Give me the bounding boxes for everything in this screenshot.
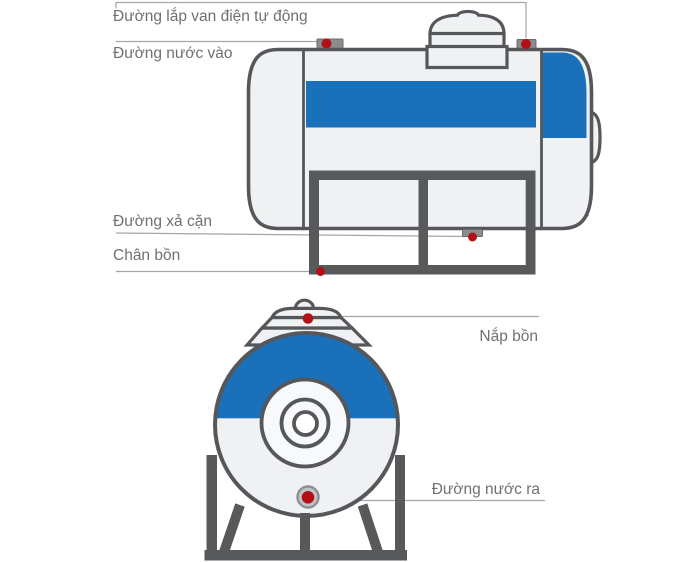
side-manhole xyxy=(425,9,509,70)
manhole-flange xyxy=(425,44,509,70)
front-stand-left-brace xyxy=(219,503,245,554)
water-in-marker-dot xyxy=(321,38,332,49)
front-stand-right-post xyxy=(395,455,405,555)
side-stand xyxy=(309,170,536,275)
front-circle xyxy=(213,331,400,518)
front-stand-right-brace xyxy=(357,503,383,554)
front-inner-circle-mid xyxy=(279,397,331,449)
manhole-dome xyxy=(428,9,506,36)
lid-bump xyxy=(293,298,316,310)
leader-drain xyxy=(115,232,467,238)
front-stand xyxy=(204,455,407,561)
side-blue-band xyxy=(306,81,536,128)
leader-auto-valve xyxy=(115,1,527,38)
side-stand-center-post xyxy=(418,170,428,275)
front-stand-bottom-bar xyxy=(204,550,407,561)
legs-marker-dot xyxy=(316,267,325,276)
label-drain: Đường xả cặn xyxy=(113,213,212,230)
auto-valve-marker-dot xyxy=(521,39,531,49)
label-water-out: Đường nước ra xyxy=(432,481,541,498)
tank-front-view xyxy=(204,298,407,561)
front-stand-left-post xyxy=(206,455,217,555)
side-stand-right-post xyxy=(525,170,536,275)
water-out-fitting xyxy=(296,485,320,509)
lid-marker-dot xyxy=(302,313,314,324)
label-lid: Nắp bồn xyxy=(479,328,538,345)
lid-cap xyxy=(269,306,344,320)
front-inner-circle-small xyxy=(292,410,319,437)
label-water-in: Đường nước vào xyxy=(113,45,233,62)
tank-side-view xyxy=(246,9,602,276)
labels: Đường lắp van điện tự động Đường nước và… xyxy=(113,8,540,498)
drain-marker-dot xyxy=(468,232,477,242)
label-auto-valve: Đường lắp van điện tự động xyxy=(113,8,308,25)
label-legs: Chân bồn xyxy=(113,247,180,264)
side-blue-cap xyxy=(542,52,587,138)
water-out-marker-dot xyxy=(301,491,315,504)
side-stand-left-post xyxy=(309,170,319,275)
